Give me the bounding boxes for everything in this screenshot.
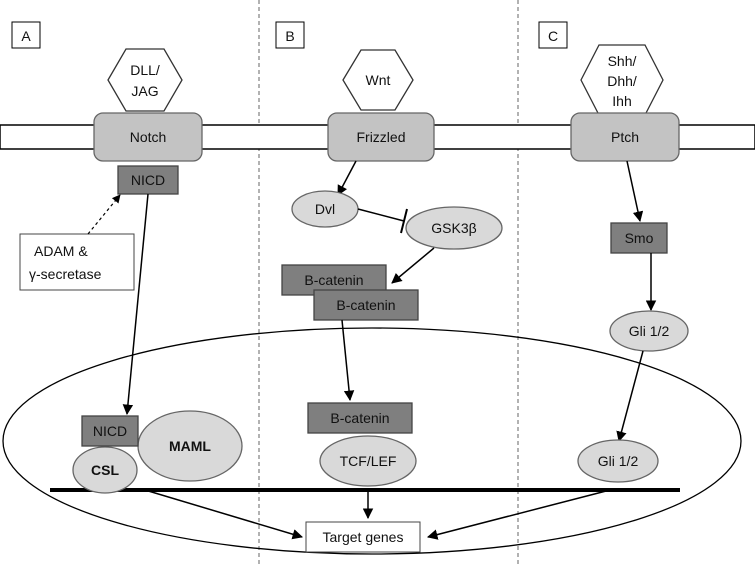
gli-nuclear-oval xyxy=(577,439,659,483)
ptch-receptor xyxy=(570,112,680,162)
wnt-ligand-hexagon xyxy=(342,49,414,111)
arrow-gsk-to-bcatenin xyxy=(391,247,435,284)
csl-oval xyxy=(72,446,138,494)
adam-secretase-box xyxy=(19,233,135,291)
dvl-label: Dvl xyxy=(315,201,335,217)
adam-label-line2: γ-secretase xyxy=(29,266,102,282)
arrow-enzymes-to-nicd xyxy=(87,194,121,235)
frizzled-receptor xyxy=(327,112,435,162)
smo-box xyxy=(610,222,668,254)
panel-b-letter: B xyxy=(285,28,294,44)
tcf-lef-oval xyxy=(319,435,417,487)
arrow-gli-to-nucleus xyxy=(616,350,644,443)
hedgehog-label-line2: Dhh/ xyxy=(607,73,637,89)
adam-label-line1: ADAM & xyxy=(34,243,88,259)
inhibition-bar xyxy=(400,208,408,234)
arrow-bcatenin-to-nucleus xyxy=(341,319,355,402)
arrow-frizzled-to-dvl xyxy=(337,160,357,196)
csl-label: CSL xyxy=(91,462,119,478)
nicd-cytoplasmic-box xyxy=(117,165,179,195)
gsk3b-oval xyxy=(405,206,503,250)
nucleus xyxy=(2,327,742,555)
arrow-dna-c-to-targets xyxy=(426,489,611,540)
bcatenin-label-1: B-catenin xyxy=(304,272,363,288)
panel-a-letter: A xyxy=(21,28,31,44)
maml-label: MAML xyxy=(169,438,211,454)
nicd-nuclear-box xyxy=(81,415,139,447)
dll-jag-label-line2: JAG xyxy=(131,83,158,99)
notch-receptor xyxy=(93,112,203,162)
bcatenin-label-2: B-catenin xyxy=(336,297,395,313)
inhibition-dvl-to-gsk xyxy=(357,208,405,222)
target-genes-box xyxy=(305,521,421,553)
bcatenin-box-2 xyxy=(313,289,419,321)
hedgehog-label-line3: Ihh xyxy=(612,93,631,109)
wnt-label: Wnt xyxy=(366,72,391,88)
tcf-lef-label: TCF/LEF xyxy=(340,453,397,469)
panel-a-letter-box xyxy=(11,21,41,49)
panel-c-letter: C xyxy=(548,28,558,44)
dll-jag-ligand-hexagon xyxy=(107,48,183,112)
panel-b-letter-box xyxy=(275,21,305,49)
nicd-nuclear-label: NICD xyxy=(93,423,127,439)
bcatenin-nuclear-box xyxy=(307,402,413,434)
frizzled-label: Frizzled xyxy=(356,129,405,145)
gli-cytoplasmic-oval xyxy=(609,310,689,352)
gli-nuclear-label: Gli 1/2 xyxy=(598,453,639,469)
dll-jag-label-line1: DLL/ xyxy=(130,62,160,78)
ptch-label: Ptch xyxy=(611,129,639,145)
notch-label: Notch xyxy=(130,129,167,145)
bcatenin-nuclear-label: B-catenin xyxy=(330,410,389,426)
target-genes-label: Target genes xyxy=(323,529,404,545)
arrow-dna-a-to-targets xyxy=(144,489,304,540)
arrow-nicd-to-nucleus xyxy=(122,193,149,416)
panel-c-letter-box xyxy=(538,21,568,49)
gli-cytoplasmic-label: Gli 1/2 xyxy=(629,323,670,339)
hedgehog-label-line1: Shh/ xyxy=(608,53,637,69)
smo-label: Smo xyxy=(625,230,654,246)
arrow-ptch-to-smo xyxy=(626,160,644,223)
gsk3b-label: GSK3β xyxy=(431,220,476,236)
nicd-cytoplasmic-label: NICD xyxy=(131,172,165,188)
